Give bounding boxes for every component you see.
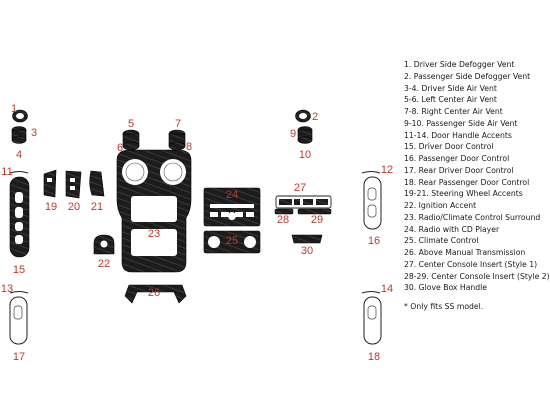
part-number-14: 14 bbox=[381, 283, 393, 295]
part-number-19: 19 bbox=[45, 201, 57, 213]
driver-side-defogger-vent bbox=[12, 109, 28, 123]
part-number-1: 1 bbox=[11, 103, 17, 115]
legend-item: 5-6. Left Center Air Vent bbox=[404, 95, 497, 105]
legend-item: 26. Above Manual Transmission bbox=[404, 248, 526, 257]
door-handle-accent-13 bbox=[9, 291, 29, 294]
door-handle-accent-11 bbox=[9, 171, 29, 174]
part-number-29: 29 bbox=[311, 214, 323, 226]
right-center-air-vent bbox=[168, 129, 186, 151]
driver-side-air-vent bbox=[11, 126, 27, 144]
part-number-12: 12 bbox=[381, 164, 393, 176]
parts-diagram: 1 3 4 5 6 7 8 2 9 10 11 15 bbox=[1, 103, 393, 363]
radio-climate-control-surround bbox=[116, 149, 192, 273]
part-number-2: 2 bbox=[312, 111, 318, 123]
left-center-air-vent bbox=[122, 129, 140, 151]
part-number-9: 9 bbox=[290, 128, 296, 140]
legend-item: 27. Center Console Insert (Style 1) bbox=[404, 259, 538, 269]
part-number-23: 23 bbox=[148, 228, 160, 240]
part-number-17: 17 bbox=[13, 351, 25, 363]
part-number-7: 7 bbox=[175, 118, 181, 130]
passenger-door-control bbox=[363, 176, 382, 230]
part-number-25: 25 bbox=[226, 235, 238, 247]
legend-item: 1. Driver Side Defogger Vent bbox=[404, 60, 515, 69]
legend-item: 23. Radio/Climate Control Surround bbox=[404, 212, 541, 222]
climate-control bbox=[203, 230, 261, 254]
part-number-21: 21 bbox=[91, 201, 103, 213]
part-number-3: 3 bbox=[31, 127, 37, 139]
legend-item: 19-21. Steering Wheel Accents bbox=[404, 189, 523, 199]
rear-passenger-door-control bbox=[363, 296, 382, 345]
part-number-20: 20 bbox=[68, 201, 80, 213]
legend-item: 28-29. Center Console Insert (Style 2) bbox=[404, 271, 550, 281]
part-number-5: 5 bbox=[128, 118, 134, 130]
part-number-18: 18 bbox=[368, 351, 380, 363]
part-number-16: 16 bbox=[368, 235, 380, 247]
part-number-8: 8 bbox=[186, 141, 192, 153]
legend-item: 2. Passenger Side Defogger Vent bbox=[404, 71, 531, 81]
parts-legend: 1. Driver Side Defogger Vent 2. Passenge… bbox=[404, 59, 550, 311]
legend-item: 25. Climate Control bbox=[404, 236, 479, 246]
ignition-accent bbox=[93, 234, 115, 255]
part-number-28: 28 bbox=[277, 214, 289, 226]
legend-note: * Only fits SS model. bbox=[404, 302, 484, 311]
legend-item: 3-4. Driver Side Air Vent bbox=[404, 83, 497, 93]
part-number-13: 13 bbox=[1, 283, 13, 295]
steering-wheel-accent-21 bbox=[89, 170, 105, 197]
center-console-insert-style-1 bbox=[275, 195, 332, 209]
part-number-15: 15 bbox=[13, 264, 25, 276]
legend-item: 18. Rear Passenger Door Control bbox=[404, 177, 530, 187]
steering-wheel-accent-20 bbox=[65, 170, 82, 199]
part-number-22: 22 bbox=[98, 258, 110, 270]
door-handle-accent-12 bbox=[361, 171, 381, 174]
part-number-26: 26 bbox=[148, 287, 160, 299]
legend-item: 7-8. Right Center Air Vent bbox=[404, 107, 503, 116]
driver-door-control bbox=[9, 176, 30, 258]
part-number-27: 27 bbox=[294, 182, 306, 194]
glove-box-handle bbox=[291, 234, 323, 244]
part-number-24: 24 bbox=[226, 189, 238, 201]
part-number-30: 30 bbox=[301, 245, 313, 257]
center-console-insert-style-2 bbox=[274, 208, 332, 215]
legend-item: 15. Driver Door Control bbox=[404, 142, 494, 152]
legend-item: 9-10. Passenger Side Air Vent bbox=[404, 118, 518, 128]
rear-driver-door-control bbox=[9, 296, 28, 345]
legend-item: 22. Ignition Accent bbox=[404, 201, 477, 210]
part-number-11: 11 bbox=[1, 166, 12, 178]
part-number-10: 10 bbox=[299, 149, 311, 161]
passenger-side-air-vent bbox=[297, 126, 313, 144]
legend-item: 17. Rear Driver Door Control bbox=[404, 165, 514, 175]
door-handle-accent-14 bbox=[361, 291, 381, 294]
legend-item: 11-14. Door Handle Accents bbox=[404, 130, 512, 140]
radio-with-cd-player bbox=[203, 187, 261, 227]
legend-item: 16. Passenger Door Control bbox=[404, 154, 510, 163]
above-manual-transmission bbox=[124, 284, 187, 304]
legend-list: 1. Driver Side Defogger Vent 2. Passenge… bbox=[404, 59, 550, 294]
steering-wheel-accent-19 bbox=[43, 169, 57, 198]
legend-item: 30. Glove Box Handle bbox=[404, 283, 488, 293]
legend-item: 24. Radio with CD Player bbox=[404, 224, 500, 234]
passenger-side-defogger-vent bbox=[295, 109, 311, 123]
part-number-6: 6 bbox=[117, 142, 123, 154]
part-number-4: 4 bbox=[16, 149, 22, 161]
